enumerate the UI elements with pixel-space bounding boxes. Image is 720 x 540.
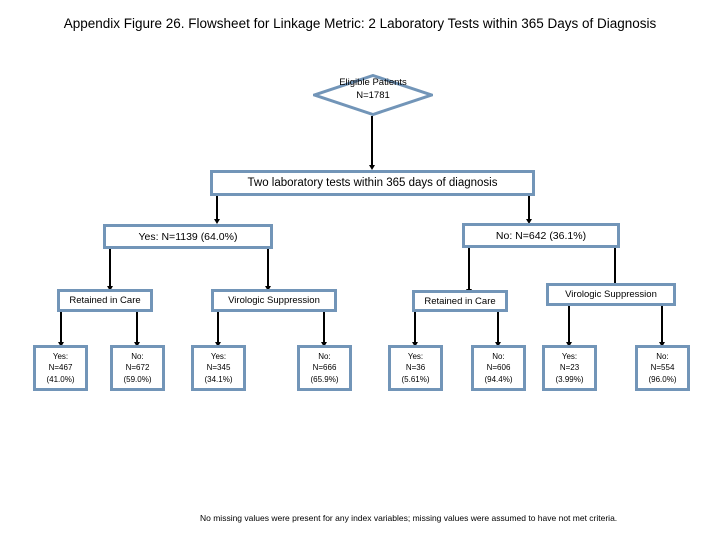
- arrowhead-yes-retained-to-no-leaf: [133, 342, 140, 347]
- leaf-yes-retained-no: No: N=672 (59.0%): [110, 345, 165, 391]
- node-no-virologic-suppression-label: Virologic Suppression: [565, 289, 657, 300]
- node-criterion: Two laboratory tests within 365 days of …: [210, 170, 535, 196]
- arrowhead-root-to-criterion: [368, 165, 375, 170]
- connector-yes-retained-to-yes-leaf: [60, 312, 62, 343]
- leaf-no-retained-yes: Yes: N=36 (5.61%): [388, 345, 443, 391]
- connector-yes-retained-to-no-leaf: [136, 312, 138, 343]
- connector-yes-to-suppression: [267, 249, 269, 287]
- arrowhead-yes-suppression-to-yes-leaf: [214, 342, 221, 347]
- leaf-no-suppression-no-label: No: N=554 (96.0%): [648, 351, 677, 384]
- arrowhead-criterion-to-yes: [213, 219, 220, 224]
- leaf-yes-suppression-yes-label: Yes: N=345 (34.1%): [204, 351, 233, 384]
- connector-criterion-to-yes: [216, 196, 218, 220]
- connector-yes-suppression-to-yes-leaf: [217, 312, 219, 343]
- arrowhead-yes-to-retained: [106, 286, 113, 291]
- connector-no-suppression-to-yes-leaf: [568, 306, 570, 343]
- leaf-no-retained-no-label: No: N=606 (94.4%): [484, 351, 513, 384]
- leaf-no-suppression-no: No: N=554 (96.0%): [635, 345, 690, 391]
- leaf-yes-retained-yes-label: Yes: N=467 (41.0%): [46, 351, 75, 384]
- node-no-retained-in-care: Retained in Care: [412, 290, 508, 312]
- node-eligible-patients-label: Eligible Patients N=1781: [339, 77, 407, 101]
- leaf-no-suppression-yes: Yes: N=23 (3.99%): [542, 345, 597, 391]
- connector-root-to-criterion: [371, 116, 373, 167]
- connector-yes-suppression-to-no-leaf: [323, 312, 325, 343]
- leaf-yes-suppression-no: No: N=666 (65.9%): [297, 345, 352, 391]
- arrowhead-yes-suppression-to-no-leaf: [320, 342, 327, 347]
- node-criterion-label: Two laboratory tests within 365 days of …: [247, 177, 498, 189]
- node-yes-branch: Yes: N=1139 (64.0%): [103, 224, 273, 249]
- node-no-branch-label: No: N=642 (36.1%): [495, 229, 587, 242]
- connector-criterion-to-no: [528, 196, 530, 220]
- figure-title: Appendix Figure 26. Flowsheet for Linkag…: [63, 16, 657, 31]
- node-yes-branch-label: Yes: N=1139 (64.0%): [138, 230, 238, 243]
- arrowhead-no-suppression-to-yes-leaf: [565, 342, 572, 347]
- node-no-branch: No: N=642 (36.1%): [462, 223, 620, 248]
- arrowhead-no-suppression-to-no-leaf: [658, 342, 665, 347]
- node-yes-virologic-suppression-label: Virologic Suppression: [228, 295, 320, 306]
- leaf-yes-suppression-yes: Yes: N=345 (34.1%): [191, 345, 246, 391]
- arrowhead-no-retained-to-no-leaf: [494, 342, 501, 347]
- leaf-yes-suppression-no-label: No: N=666 (65.9%): [310, 351, 339, 384]
- arrowhead-yes-retained-to-yes-leaf: [57, 342, 64, 347]
- leaf-no-retained-no: No: N=606 (94.4%): [471, 345, 526, 391]
- leaf-yes-retained-no-label: No: N=672 (59.0%): [123, 351, 152, 384]
- connector-no-retained-to-yes-leaf: [414, 312, 416, 343]
- node-eligible-patients: Eligible Patients N=1781: [313, 74, 433, 116]
- diamond-shape-icon: [313, 74, 433, 116]
- arrowhead-yes-to-suppression: [264, 286, 271, 291]
- node-no-retained-in-care-label: Retained in Care: [424, 295, 496, 307]
- arrowhead-no-retained-to-yes-leaf: [411, 342, 418, 347]
- node-yes-retained-in-care: Retained in Care: [57, 289, 153, 312]
- connector-no-to-suppression: [614, 248, 616, 285]
- arrowhead-criterion-to-no: [525, 219, 532, 224]
- node-no-virologic-suppression: Virologic Suppression: [546, 283, 676, 306]
- leaf-yes-retained-yes: Yes: N=467 (41.0%): [33, 345, 88, 391]
- connector-no-suppression-to-no-leaf: [661, 306, 663, 343]
- connector-no-retained-to-no-leaf: [497, 312, 499, 343]
- connector-yes-to-retained: [109, 249, 111, 287]
- figure-footnote: No missing values were present for any i…: [200, 513, 618, 523]
- leaf-no-retained-yes-label: Yes: N=36 (5.61%): [401, 351, 430, 384]
- node-yes-virologic-suppression: Virologic Suppression: [211, 289, 337, 312]
- leaf-no-suppression-yes-label: Yes: N=23 (3.99%): [555, 351, 584, 384]
- node-yes-retained-in-care-label: Retained in Care: [69, 295, 141, 306]
- connector-no-to-retained: [468, 248, 470, 292]
